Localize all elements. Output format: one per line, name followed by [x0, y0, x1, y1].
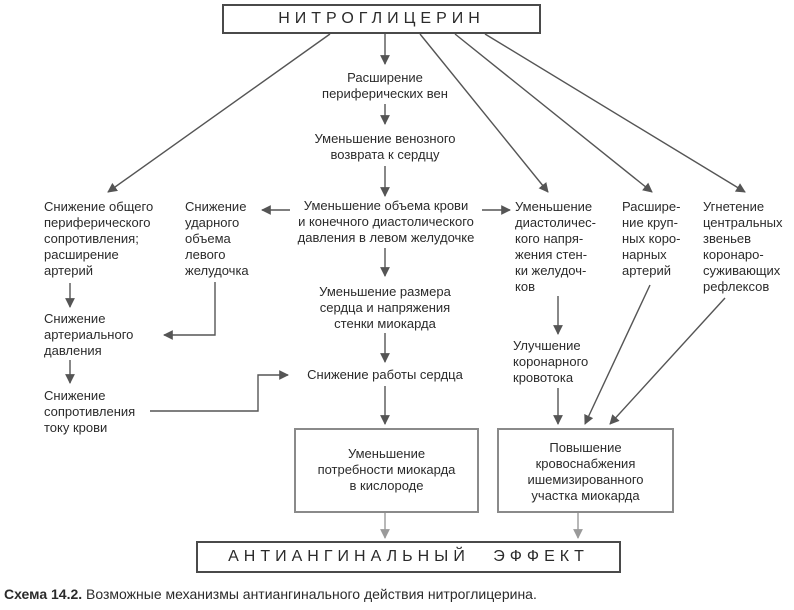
arrow-title-to-diastolic	[419, 33, 549, 193]
arrow-stroke-to-pressure	[163, 282, 216, 340]
caption-label: Схема 14.2.	[4, 586, 83, 602]
node-coronary-flow: Улучшение коронарного кровотока	[513, 338, 589, 385]
effect-label: АНТИАНГИНАЛЬНЫЙ ЭФФЕКТ	[228, 548, 589, 565]
oxygen-demand-text: Уменьшение потребности миокарда в кислор…	[317, 446, 456, 493]
node-heart-work: Снижение работы сердца	[307, 367, 463, 382]
arrow-title-to-resistance	[107, 33, 331, 193]
arrow-title-to-reflex	[484, 33, 746, 193]
node-central-reflex: Угнетение центральных звеньев коронаро- …	[703, 199, 783, 294]
node-blood-volume: Уменьшение объема крови и конечного диас…	[297, 198, 475, 245]
title-box: НИТРОГЛИЦЕРИН	[222, 4, 541, 34]
node-dilation-veins: Расширение периферических вен	[322, 70, 448, 101]
node-diastolic-tension: Уменьшение диастоличес- кого напря- жени…	[515, 199, 597, 294]
blood-supply-text: Повышение кровоснабжения ишемизированног…	[527, 440, 644, 503]
figure-caption: Схема 14.2. Возможные механизмы антианги…	[4, 586, 537, 602]
node-arterial-pressure: Снижение артериального давления	[44, 311, 134, 358]
arrow-flowres-to-work	[150, 370, 289, 412]
node-heart-size: Уменьшение размера сердца и напряжения с…	[319, 284, 451, 331]
node-stroke-volume: Снижение ударного объема левого желудочк…	[185, 199, 249, 278]
node-resistance-arteries: Снижение общего периферического сопротив…	[44, 199, 154, 278]
arrow-large-coronary-to-supply	[584, 284, 651, 425]
caption-text: Возможные механизмы антиангинального дей…	[86, 586, 537, 602]
oxygen-demand-box: Уменьшение потребности миокарда в кислор…	[294, 428, 479, 513]
node-large-coronary: Расшире- ние круп- ных коро- нарных арте…	[622, 199, 681, 278]
node-venous-return: Уменьшение венозного возврата к сердцу	[314, 131, 456, 162]
node-flow-resistance: Снижение сопротивления току крови	[44, 388, 136, 435]
arrow-title-to-coronary	[454, 33, 653, 193]
title-label: НИТРОГЛИЦЕРИН	[278, 10, 485, 27]
arrow-reflex-to-supply	[609, 297, 726, 425]
effect-box: АНТИАНГИНАЛЬНЫЙ ЭФФЕКТ	[196, 541, 621, 573]
blood-supply-box: Повышение кровоснабжения ишемизированног…	[497, 428, 674, 513]
